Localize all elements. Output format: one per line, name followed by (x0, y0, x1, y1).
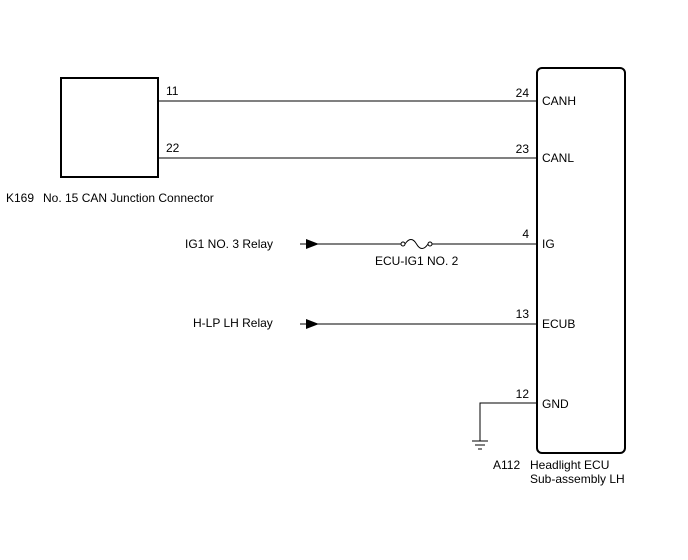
can-junction-connector-box (60, 77, 159, 178)
ecu-code: A112 (493, 458, 520, 472)
connector-name: No. 15 CAN Junction Connector (43, 191, 214, 205)
ecu-name-line2: Sub-assembly LH (530, 472, 625, 486)
terminal-canh: CANH (542, 94, 576, 108)
pin-13: 13 (516, 307, 530, 321)
pin-24: 24 (516, 86, 530, 100)
ecu-name-line1: Headlight ECU (530, 458, 609, 472)
fuse-icon (404, 239, 429, 249)
ig-arrow-icon (306, 239, 319, 249)
fuse-label: ECU-IG1 NO. 2 (375, 254, 459, 268)
terminal-ecub: ECUB (542, 317, 575, 331)
pin-4: 4 (522, 227, 529, 241)
pin-23: 23 (516, 142, 530, 156)
pin-11: 11 (166, 84, 179, 98)
gnd-wire (479, 402, 537, 441)
connector-code: K169 (6, 191, 34, 205)
headlight-ecu-box (536, 67, 626, 454)
terminal-gnd: GND (542, 397, 569, 411)
ecub-arrow-icon (306, 319, 319, 329)
source-hlp-relay: H-LP LH Relay (193, 316, 273, 330)
fuse-terminal-right (427, 241, 433, 247)
fuse-terminal-left (400, 241, 406, 247)
terminal-ig: IG (542, 237, 555, 251)
pin-22: 22 (166, 141, 180, 155)
source-ig1-relay: IG1 NO. 3 Relay (185, 237, 273, 251)
terminal-canl: CANL (542, 151, 574, 165)
pin-12: 12 (516, 387, 530, 401)
